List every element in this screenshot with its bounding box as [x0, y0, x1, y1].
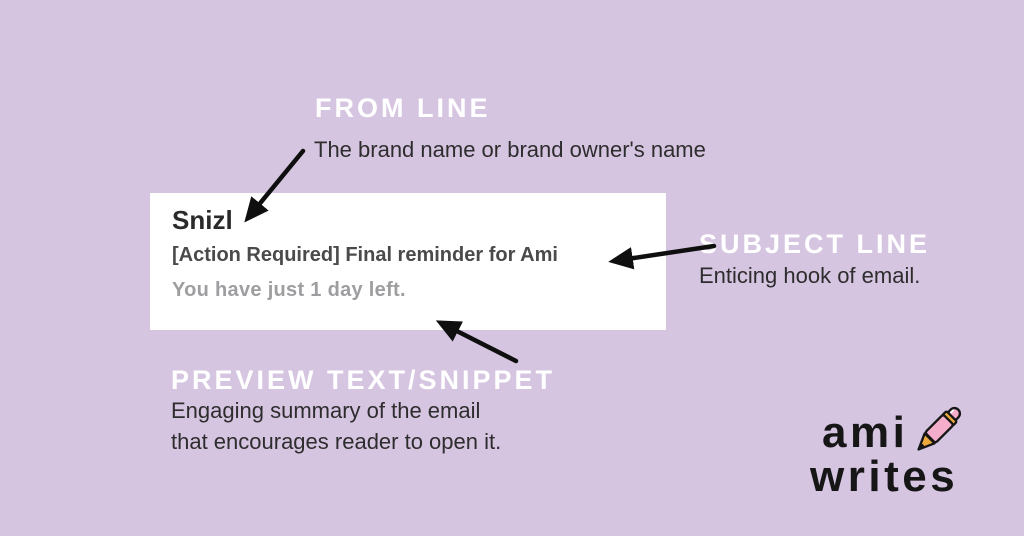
from-line-heading: FROM LINE [315, 93, 491, 123]
preview-text-description: Engaging summary of the email that encou… [171, 395, 501, 457]
from-line-description: The brand name or brand owner's name [314, 137, 706, 162]
pink-pen-icon [917, 406, 962, 451]
email-preview-snippet: You have just 1 day left. [172, 279, 406, 301]
preview-text-description-line1: Engaging summary of the email [171, 398, 481, 423]
email-preview-card: Snizl [Action Required] Final reminder f… [150, 193, 666, 330]
logo-word-ami: ami [822, 408, 909, 457]
email-subject-line: [Action Required] Final reminder for Ami [172, 244, 558, 266]
preview-text-description-line2: that encourages reader to open it. [171, 429, 502, 454]
logo-word-writes: writes [810, 452, 959, 501]
subject-line-heading: SUBJECT LINE [699, 229, 931, 259]
subject-line-description: Enticing hook of email. [699, 263, 921, 288]
preview-text-heading: PREVIEW TEXT/SNIPPET [171, 365, 556, 395]
email-from-name: Snizl [172, 205, 233, 235]
